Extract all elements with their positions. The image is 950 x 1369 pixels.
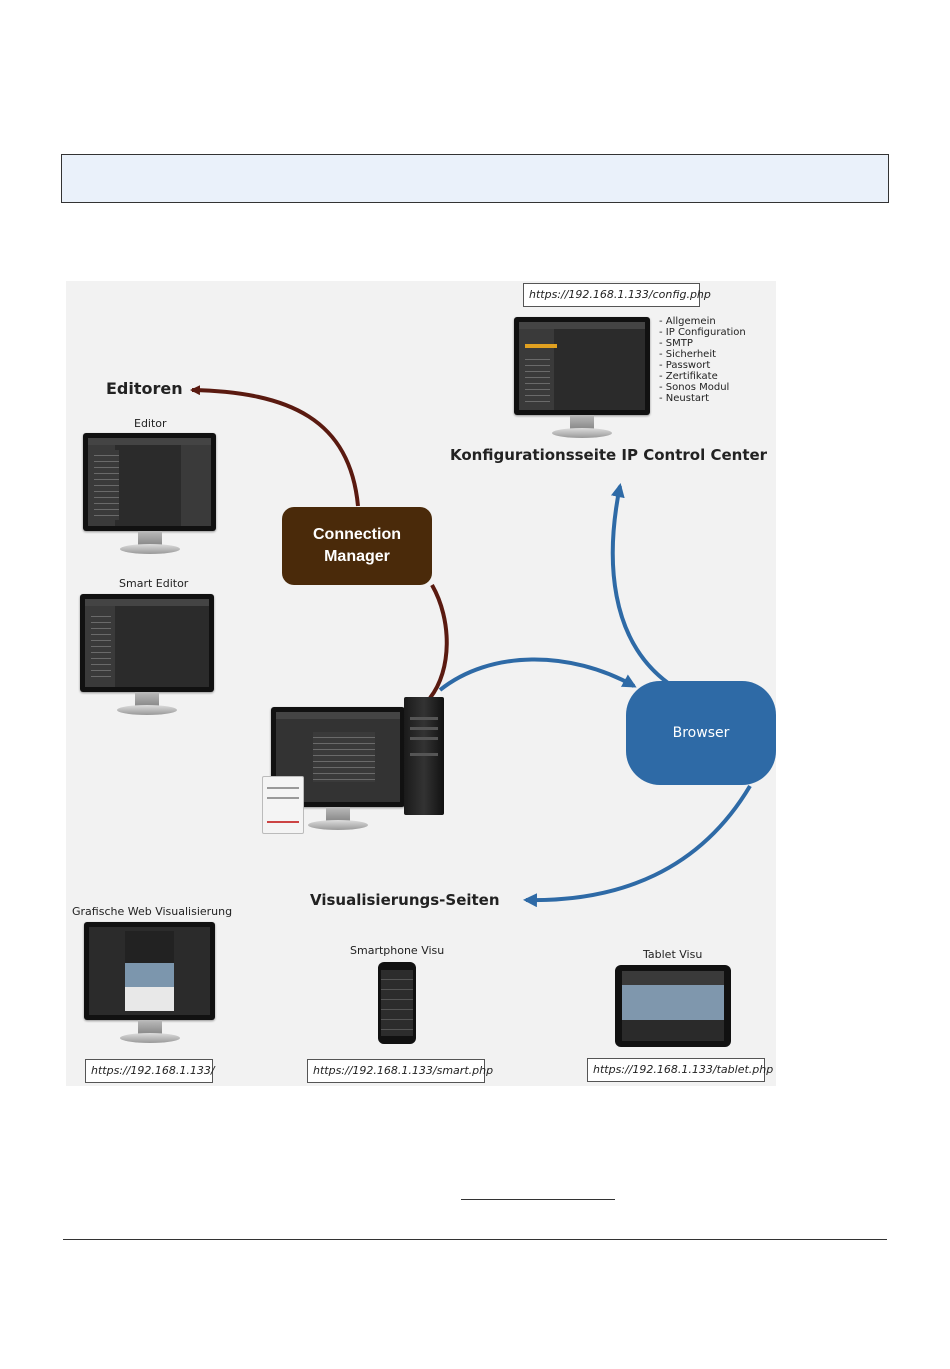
- browser-node: Browser: [626, 681, 776, 785]
- config-item: - Sicherheit: [659, 349, 717, 360]
- config-item: - Zertifikate: [659, 371, 718, 382]
- web-visu-label: Grafische Web Visualisierung: [72, 905, 233, 918]
- smart-editor-monitor: [80, 594, 214, 720]
- smartphone-label: Smartphone Visu: [350, 944, 445, 957]
- editors-title: Editoren: [106, 379, 183, 398]
- browser-label: Browser: [672, 725, 730, 741]
- config-item: - Allgemein: [659, 316, 716, 327]
- smartphone-device: [378, 962, 416, 1044]
- connection-manager-line1: Connection: [313, 526, 401, 543]
- arrow-browser-to-visu: [523, 784, 752, 908]
- editor-monitor: [83, 433, 216, 559]
- web-visu-url: https://192.168.1.133/: [85, 1059, 215, 1083]
- smartphone-url: https://192.168.1.133/smart.php: [307, 1059, 493, 1083]
- server-tower: [404, 697, 444, 815]
- smart-editor-label: Smart Editor: [119, 577, 189, 590]
- footer-link-underline: [461, 1199, 615, 1200]
- config-item: - Sonos Modul: [659, 382, 730, 393]
- visu-title: Visualisierungs-Seiten: [310, 891, 500, 909]
- connection-manager-node: Connection Manager: [282, 507, 432, 585]
- tablet-label: Tablet Visu: [643, 948, 703, 961]
- footer-rule: [63, 1239, 887, 1240]
- config-menu-list: - Allgemein - IP Configuration - SMTP - …: [659, 316, 746, 404]
- arrow-pc-to-browser: [438, 657, 637, 692]
- tablet-url: https://192.168.1.133/tablet.php: [587, 1058, 773, 1082]
- connection-manager-line2: Manager: [324, 548, 390, 565]
- arrow-manager-to-pc: [428, 584, 449, 700]
- config-item: - IP Configuration: [659, 327, 746, 338]
- control-device: [262, 776, 304, 834]
- config-item: - SMTP: [659, 338, 693, 349]
- tablet-device: [615, 965, 731, 1047]
- config-item: - Neustart: [659, 393, 710, 404]
- arrow-browser-to-config: [610, 483, 670, 685]
- header-banner: [61, 154, 889, 203]
- config-url: https://192.168.1.133/config.php: [523, 283, 711, 307]
- web-visu-monitor: [84, 922, 215, 1048]
- arrow-to-editors: [190, 385, 360, 507]
- config-item: - Passwort: [659, 360, 711, 371]
- config-title: Konfigurationsseite IP Control Center: [450, 446, 768, 464]
- editor-label: Editor: [134, 417, 167, 430]
- config-monitor: [514, 317, 650, 443]
